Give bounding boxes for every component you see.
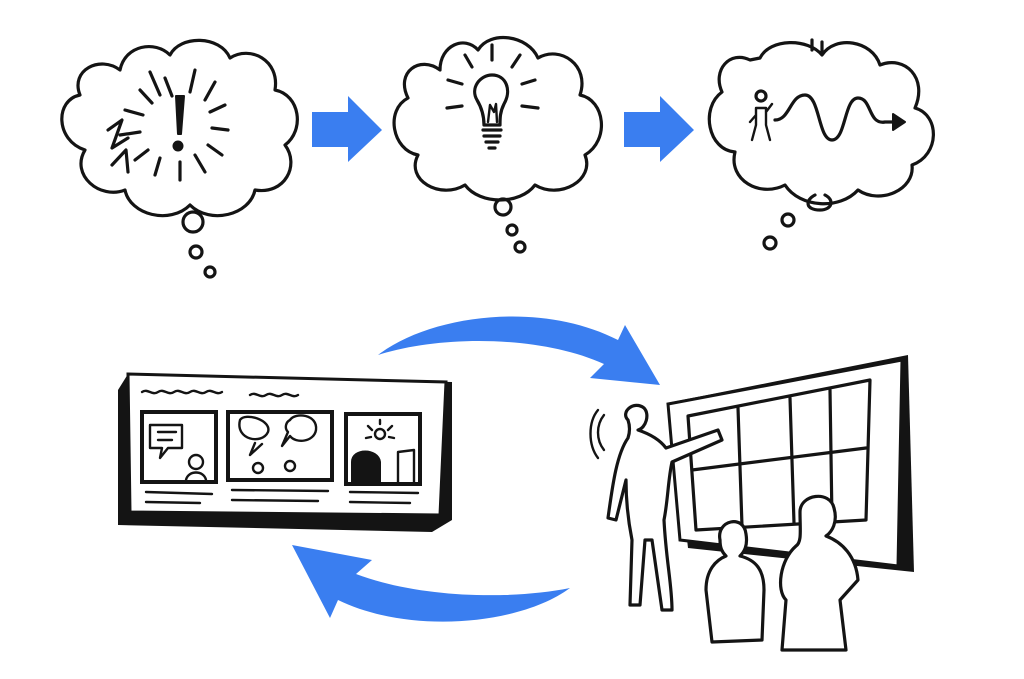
thought-bubble-lightbulb-icon [392, 35, 603, 254]
thought-bubble-exclamation-icon [60, 38, 299, 279]
flow-arrow-right-icon [624, 96, 694, 162]
curved-arrow-icon [378, 316, 660, 385]
thought-bubble-person-path-icon [707, 38, 935, 251]
flow-arrow-right-icon [312, 96, 382, 162]
presenter-whiteboard-icon [589, 355, 914, 652]
storyboard-panel-icon [118, 372, 452, 532]
curved-arrow-icon [292, 545, 570, 622]
